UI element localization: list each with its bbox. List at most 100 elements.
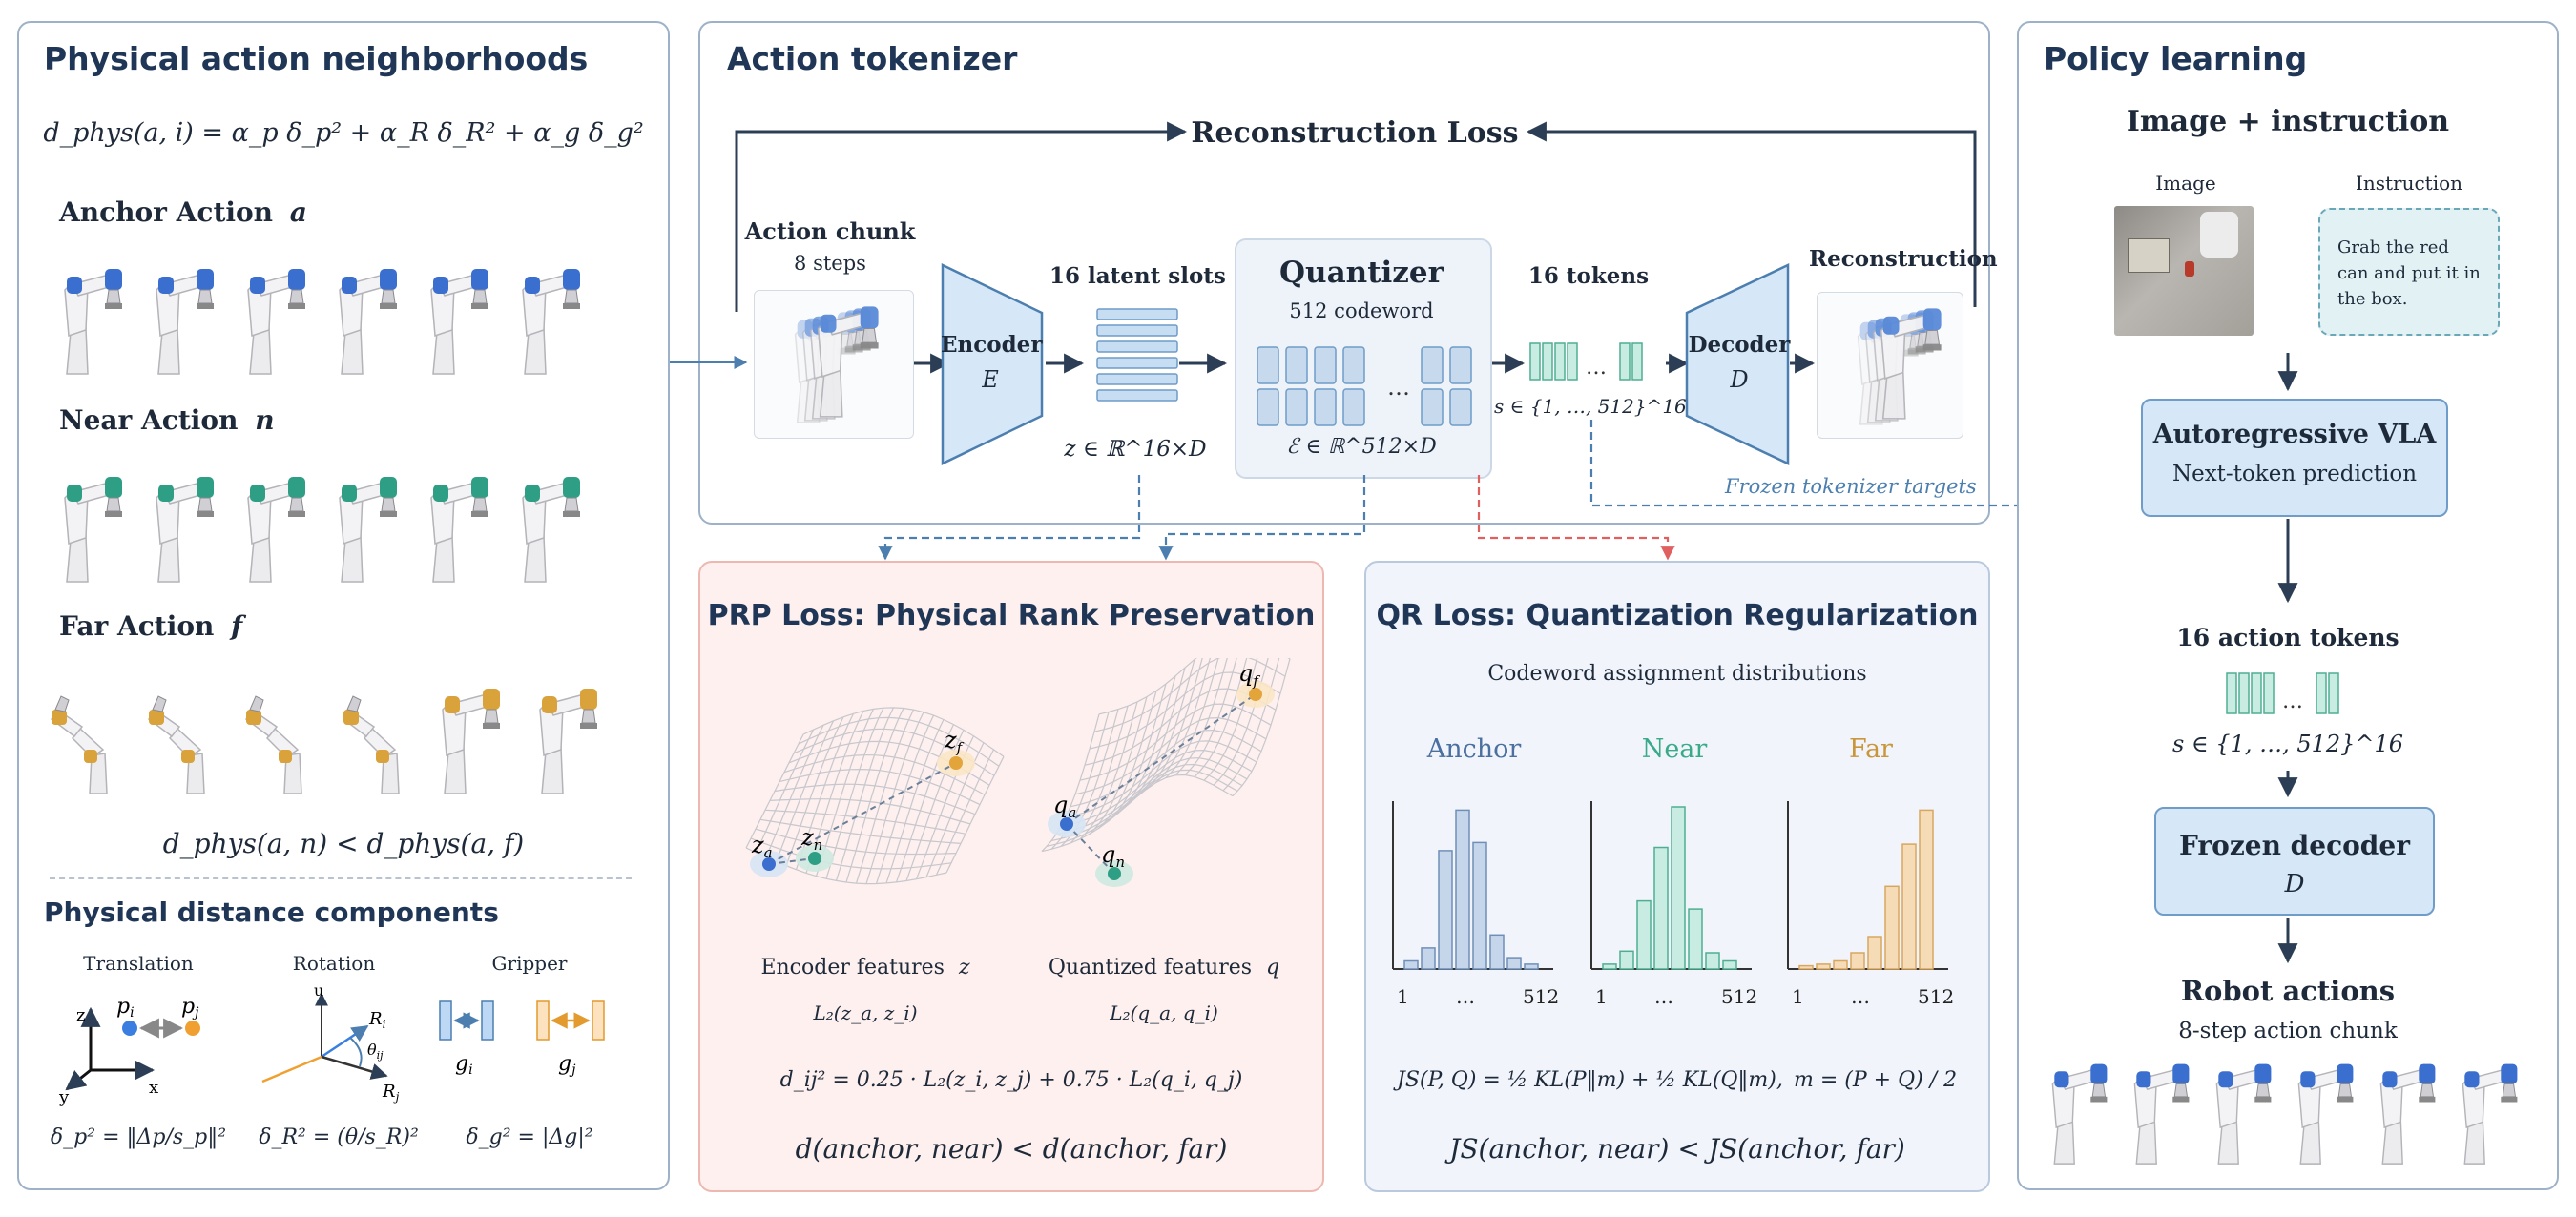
qr-title: QR Loss: Quantization Regularization xyxy=(1376,599,1979,632)
qr-subtitle: Codeword assignment distributions xyxy=(1487,662,1867,686)
tick-label: … xyxy=(1851,985,1870,1008)
far-arm xyxy=(343,695,400,794)
tick-label: 1 xyxy=(1792,985,1804,1008)
gj-sub: j xyxy=(569,1062,576,1078)
panel-title: Physical action neighborhoods xyxy=(44,40,589,77)
reconstruction-label: Reconstruction xyxy=(1809,246,1998,272)
token xyxy=(1567,342,1578,381)
near-action-text: Near Action xyxy=(59,404,239,436)
histogram-bar xyxy=(1602,963,1617,970)
latent-slot xyxy=(1096,389,1178,402)
instruction-text: Grab the red can and put it in the box. xyxy=(2337,237,2481,309)
robot-actions-row xyxy=(2051,1063,2518,1165)
zf-sub: f xyxy=(956,739,965,756)
action-chunk-image xyxy=(754,290,914,439)
histogram-bar xyxy=(1653,846,1669,970)
codeword xyxy=(1421,388,1444,426)
image-instruction-title: Image + instruction xyxy=(2126,105,2450,138)
tick-label: … xyxy=(1654,985,1673,1008)
anchor-arm xyxy=(430,269,488,375)
token xyxy=(2316,672,2327,714)
token-ellipsis: … xyxy=(2282,690,2303,713)
ghost-arm xyxy=(1880,308,1942,420)
anchor-arm xyxy=(247,269,305,375)
gi-sub: i xyxy=(468,1062,472,1078)
latent-slots-stack xyxy=(1096,308,1178,402)
zf-text: z xyxy=(944,727,957,753)
latent-slots-label: 16 latent slots xyxy=(1049,263,1226,289)
anchor-arm-row xyxy=(64,269,580,375)
far-dist-label: Far xyxy=(1849,734,1893,764)
anchor-arm xyxy=(64,269,122,375)
anchor-arm xyxy=(339,269,397,375)
robot-action-arm xyxy=(2379,1063,2436,1165)
l2-q-label: L₂(q_a, q_i) xyxy=(1110,1001,1218,1024)
token xyxy=(1529,342,1541,381)
encoder-features-text: Encoder features xyxy=(760,956,945,980)
near-arm xyxy=(522,477,580,583)
policy-arrows xyxy=(2277,353,2298,964)
codebook-ellipsis: … xyxy=(1387,374,1410,401)
tokens-row: … xyxy=(1529,342,1643,381)
histogram-bar xyxy=(1421,947,1436,970)
histogram-bar xyxy=(1619,950,1634,970)
near-dist-label: Near xyxy=(1641,734,1708,764)
za-sub: a xyxy=(764,844,773,861)
tick-label: 1 xyxy=(1595,985,1608,1008)
arm-ghost-image xyxy=(1857,308,1942,425)
quantized-features-sym: q xyxy=(1266,956,1280,980)
z-space: z ∈ ℝ^16×D xyxy=(1064,437,1207,462)
zn-sub: n xyxy=(814,836,823,854)
histogram-bar xyxy=(1919,809,1934,970)
histogram-bar xyxy=(1816,963,1831,970)
svg-text:pj: pj xyxy=(181,995,199,1021)
anchor-arm xyxy=(522,269,580,375)
token xyxy=(2263,672,2275,714)
frozen-decoder-box xyxy=(2154,807,2435,916)
prp-manifolds: za zn zf qa qn qf xyxy=(745,658,1291,887)
codeword xyxy=(1342,388,1365,426)
near-arm xyxy=(247,477,305,583)
pj-sub: j xyxy=(192,1005,199,1021)
histogram-bar xyxy=(1524,963,1539,970)
panel-title: Action tokenizer xyxy=(727,40,1018,77)
gi-text: g xyxy=(455,1052,468,1076)
far-action-text: Far Action xyxy=(59,610,215,642)
action-chunk-steps: 8 steps xyxy=(794,252,866,275)
far-arm xyxy=(148,695,205,794)
phys-inequality: d_phys(a, n) < d_phys(a, f) xyxy=(162,828,525,859)
frozen-decoder-symbol: D xyxy=(2284,870,2305,898)
latent-slot xyxy=(1096,308,1178,320)
ri-text: R xyxy=(368,1009,383,1029)
tick-label: … xyxy=(1456,985,1475,1008)
rj-text: R xyxy=(382,1082,396,1102)
histogram-bar xyxy=(1472,841,1487,970)
decoder-block xyxy=(1685,263,1790,465)
box-shape xyxy=(2128,238,2170,273)
axis-y-text: y xyxy=(58,1087,70,1106)
quantized-features-label: Quantized features q xyxy=(1021,956,1307,980)
codeword xyxy=(1285,388,1308,426)
anchor-action-text: Anchor Action xyxy=(59,196,274,228)
pi-sub: i xyxy=(130,1005,134,1021)
instruction-box xyxy=(2318,208,2500,336)
far-arm xyxy=(442,689,500,794)
histogram-bar xyxy=(1798,964,1814,970)
arm-ghost-image xyxy=(794,306,879,423)
codebook-grid: … xyxy=(1257,346,1472,426)
frozen-decoder-label: Frozen decoder xyxy=(2179,830,2410,861)
tick-label: 512 xyxy=(1721,985,1757,1008)
robot-action-arm xyxy=(2297,1063,2354,1165)
vla-label: Autoregressive VLA xyxy=(2152,420,2437,449)
gj-text: g xyxy=(558,1052,571,1076)
histogram-bar xyxy=(1636,899,1652,970)
rotation-icon: u Ri Rj θij xyxy=(261,982,400,1104)
latent-slot xyxy=(1096,324,1178,337)
red-can-shape xyxy=(2185,261,2194,277)
theta-text: θ xyxy=(367,1041,377,1059)
physical-neighborhoods-panel xyxy=(17,21,670,1190)
axis-x-text: x xyxy=(149,1078,158,1098)
histogram-bar xyxy=(1506,957,1522,970)
reconstruction-image xyxy=(1817,292,1963,439)
